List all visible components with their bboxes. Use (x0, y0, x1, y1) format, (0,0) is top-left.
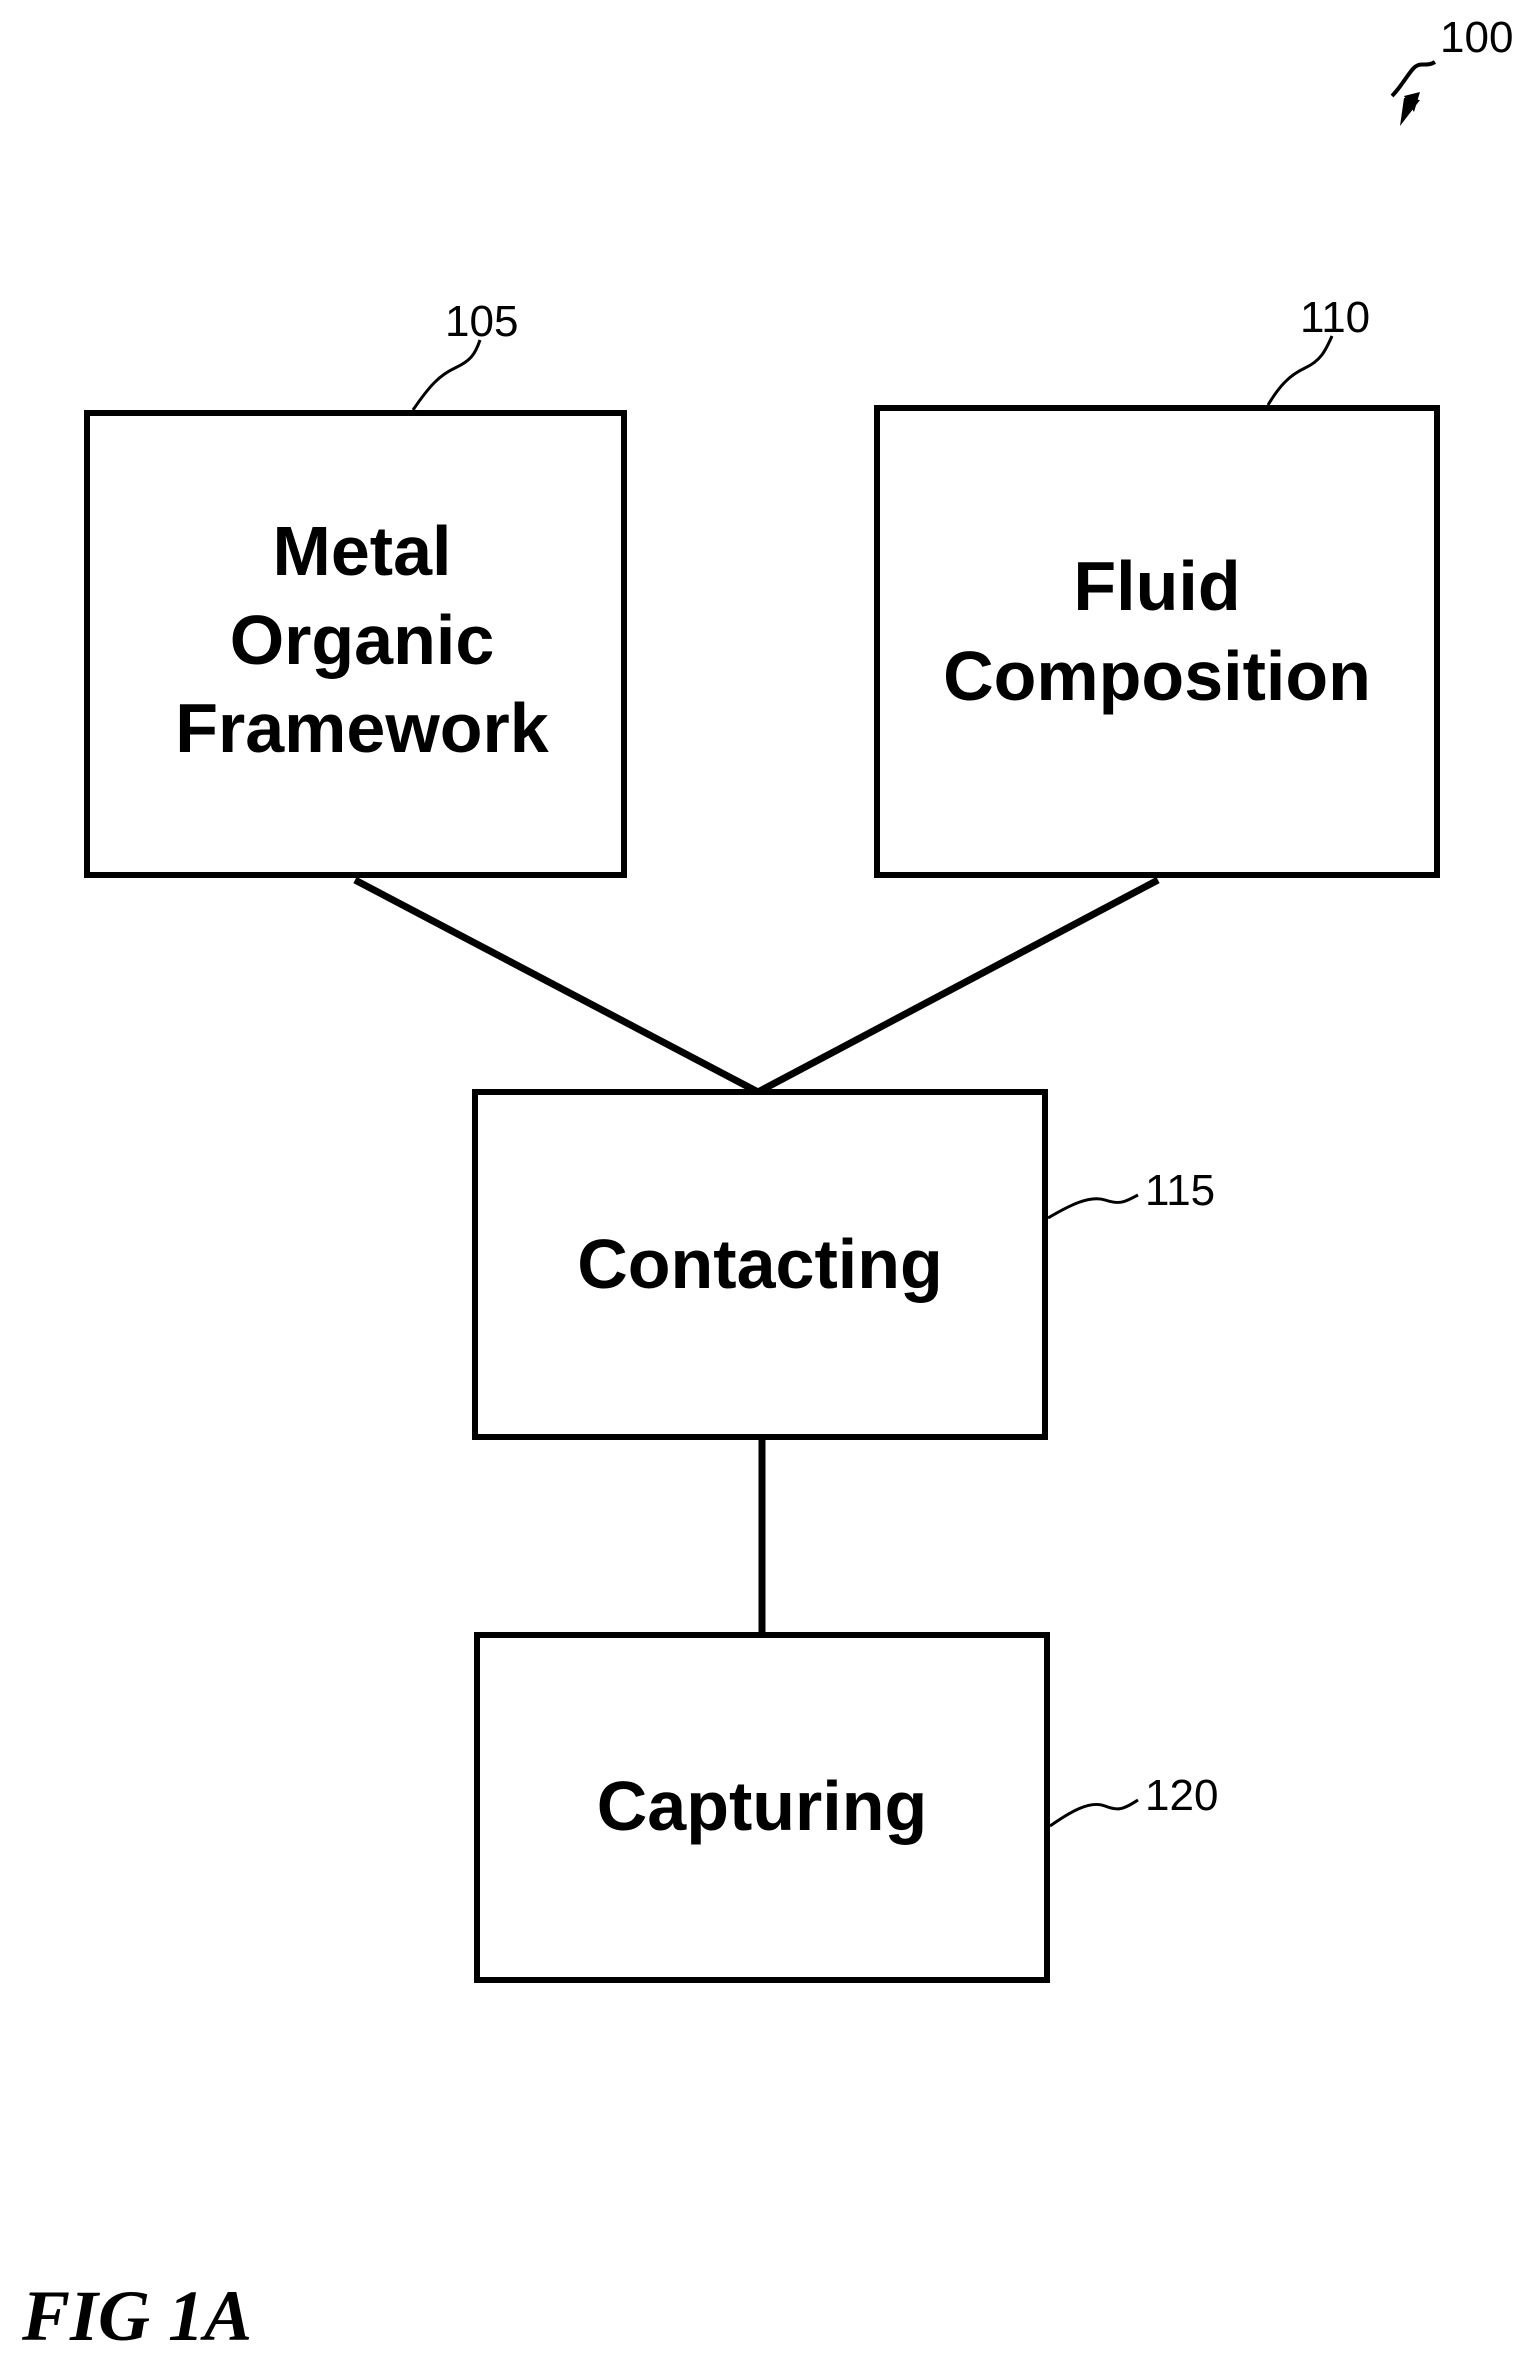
ref-120-label: 120 (1145, 1771, 1218, 1820)
box-fluid-line-1: Fluid (1073, 547, 1240, 625)
figure-ref-squiggle (1392, 62, 1435, 96)
figure-ref-number: 100 (1440, 13, 1513, 62)
ref-110-leader (1268, 336, 1332, 405)
ref-120-leader (1050, 1800, 1138, 1826)
ref-115-leader (1048, 1195, 1138, 1218)
ref-105-leader (413, 340, 480, 410)
box-mof-line-3: Framework (175, 689, 549, 767)
connector-mof-to-contacting (355, 880, 758, 1092)
figure-ref-arrowhead-tip (1400, 98, 1420, 126)
box-contacting-label: Contacting (577, 1225, 943, 1303)
ref-115-label: 115 (1145, 1166, 1215, 1215)
box-mof-line-2: Organic (230, 601, 495, 679)
connector-fluid-to-contacting (758, 880, 1158, 1092)
ref-105-label: 105 (445, 297, 518, 346)
box-mof-line-1: Metal (273, 512, 452, 590)
box-capturing-label: Capturing (597, 1767, 928, 1845)
box-fluid-line-2: Composition (943, 637, 1371, 715)
figure-caption: FIG 1A (21, 2276, 252, 2356)
ref-110-label: 110 (1300, 293, 1370, 342)
